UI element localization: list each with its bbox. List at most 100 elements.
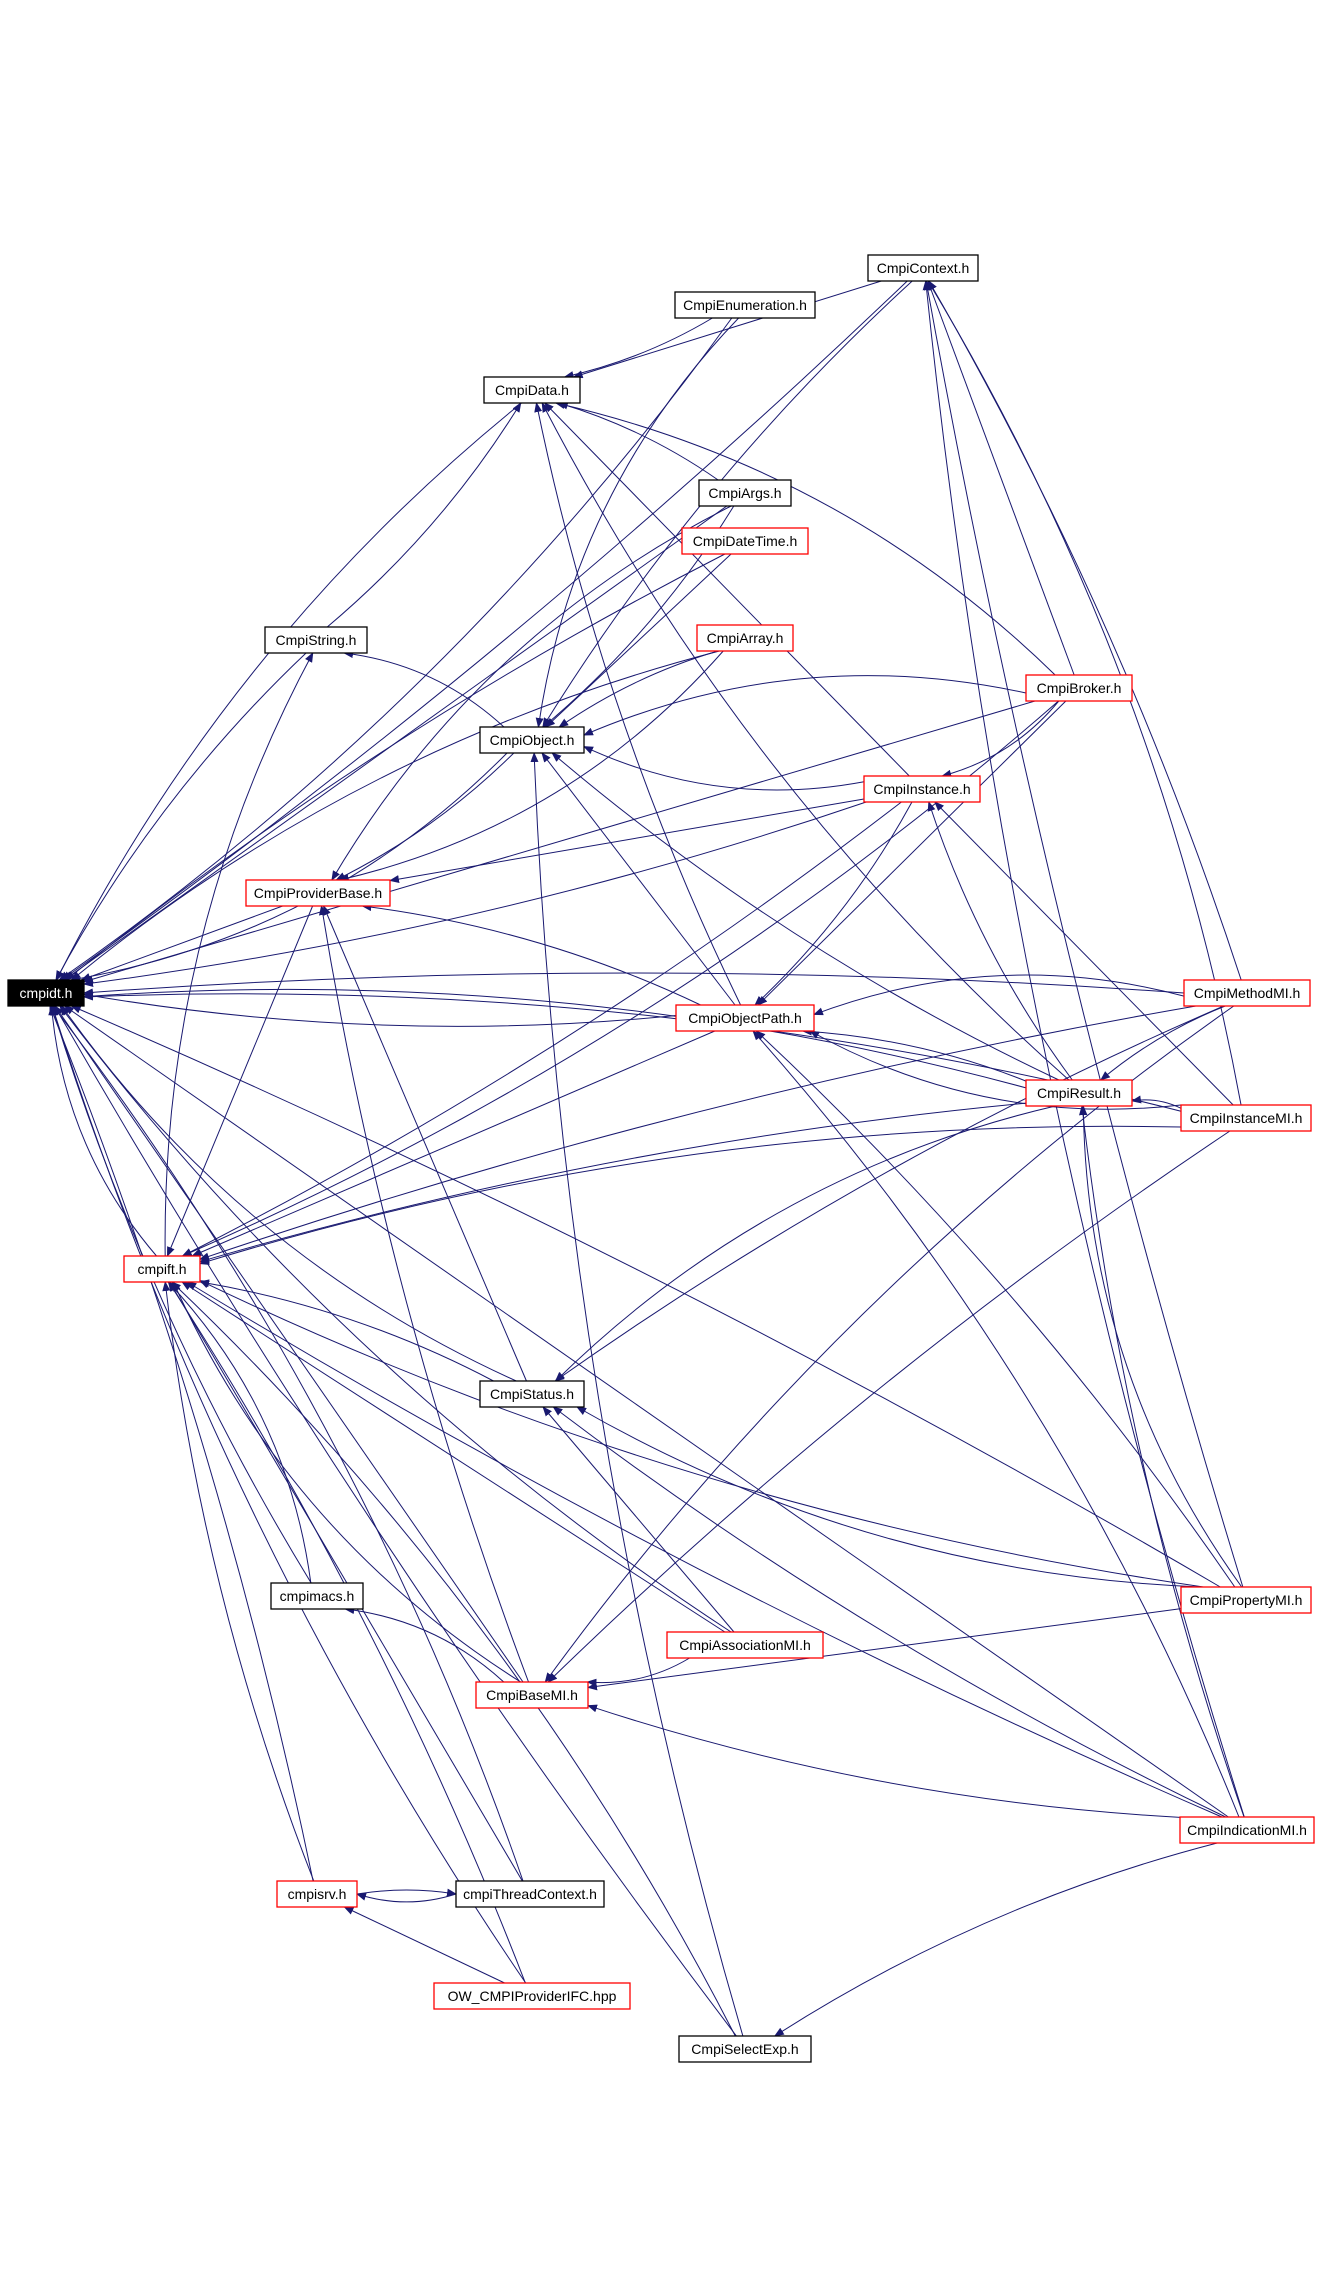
node-label: CmpiProviderBase.h xyxy=(254,885,382,901)
node-cmpiproviderbase[interactable]: CmpiProviderBase.h xyxy=(245,879,391,907)
node-ow-cmpiprovidcerifc[interactable]: OW_CMPIProviderIFC.hpp xyxy=(433,1982,631,2010)
node-cmpidata[interactable]: CmpiData.h xyxy=(483,376,581,404)
edge-cmpiinstance-to-cmpiobjectpath xyxy=(754,801,913,1006)
node-cmpienumeration[interactable]: CmpiEnumeration.h xyxy=(674,291,816,319)
node-cmpiobjectpath[interactable]: CmpiObjectPath.h xyxy=(675,1004,815,1032)
edge-cmpienumeration-to-cmpidata xyxy=(563,317,713,379)
node-cmpistatus[interactable]: CmpiStatus.h xyxy=(479,1380,585,1408)
edge-cmpiindicationmi-to-cmpiresult xyxy=(1079,1105,1245,1818)
node-cmpiresult[interactable]: CmpiResult.h xyxy=(1025,1079,1133,1107)
edge-cmpiinstance-to-cmpidata xyxy=(544,402,910,777)
node-cmpicontext[interactable]: CmpiContext.h xyxy=(867,254,979,282)
node-label: CmpiMethodMI.h xyxy=(1194,985,1301,1001)
node-cmpipropertymi[interactable]: CmpiPropertyMI.h xyxy=(1180,1586,1312,1614)
edge-cmpimacs-to-cmpidt xyxy=(50,1005,312,1584)
edge-cmpidatetime-to-cmpidt xyxy=(65,553,726,981)
edge-cmpiobjectpath-to-cmpidt xyxy=(83,991,677,1027)
edge-cmpistring-to-cmpidata xyxy=(326,402,522,628)
edge-cmpipropertymi-to-cmpift xyxy=(199,1280,1204,1588)
node-label: CmpiString.h xyxy=(276,632,357,648)
edge-cmpift-to-cmpidt xyxy=(48,1005,157,1257)
edge-cmpiselectexp-to-cmpidt xyxy=(54,1005,737,2037)
edge-cmpipropertymi-to-cmpiobjectpath xyxy=(755,1030,1236,1588)
node-cmpiargs[interactable]: CmpiArgs.h xyxy=(698,479,792,507)
node-cmpimacs[interactable]: cmpimacs.h xyxy=(270,1582,364,1610)
node-cmpidt[interactable]: cmpidt.h xyxy=(7,979,85,1007)
edge-cmpicontext-to-cmpidt xyxy=(60,280,908,981)
edge-cmpithreadcontext-to-cmpidt xyxy=(52,1005,524,1882)
edge-cmpimethodmi-to-cmpicontext xyxy=(928,280,1242,981)
edge-cmpiassociationmi-to-cmpibasemi xyxy=(586,1657,690,1687)
edge-cmpistring-to-cmpidt xyxy=(55,652,307,981)
node-label: CmpiStatus.h xyxy=(490,1386,574,1402)
node-cmpiinstancemi[interactable]: CmpiInstanceMI.h xyxy=(1180,1104,1312,1132)
node-cmpiindicationmi[interactable]: CmpiIndicationMI.h xyxy=(1179,1816,1315,1844)
edge-cmpiindicationmi-to-cmpift xyxy=(186,1281,1223,1818)
node-cmpiselectexp[interactable]: CmpiSelectExp.h xyxy=(678,2035,812,2063)
edge-cmpisrv-to-cmpithreadcontext xyxy=(356,1888,457,1897)
edges-layer xyxy=(48,280,1245,2037)
edge-cmpiinstancemi-to-cmpidt xyxy=(83,992,1182,1112)
edge-ow_cmpiproviderifc-to-cmpift xyxy=(168,1281,526,1984)
node-cmpiobject[interactable]: CmpiObject.h xyxy=(479,726,585,754)
node-label: CmpiObject.h xyxy=(490,732,575,748)
edge-cmpisrv-to-cmpift xyxy=(162,1281,315,1882)
edge-cmpiresult-to-cmpiinstance xyxy=(927,801,1073,1081)
node-label: CmpiIndicationMI.h xyxy=(1187,1822,1307,1838)
node-label: OW_CMPIProviderIFC.hpp xyxy=(448,1988,617,2004)
node-cmpisrv[interactable]: cmpisrv.h xyxy=(276,1880,358,1908)
edge-cmpiarray-to-cmpidt xyxy=(70,650,720,981)
edge-cmpiinstancemi-to-cmpiobjectpath xyxy=(809,1030,1182,1110)
node-label: CmpiInstance.h xyxy=(873,781,970,797)
edge-cmpiindicationmi-to-cmpicontext xyxy=(922,280,1245,1818)
edge-cmpibasemi-to-cmpimacs xyxy=(344,1606,505,1683)
node-cmpithreadcontext[interactable]: cmpiThreadContext.h xyxy=(455,1880,605,1908)
edge-cmpiselectexp-to-cmpift xyxy=(170,1281,736,2037)
node-label: CmpiArray.h xyxy=(707,630,784,646)
edge-cmpistatus-to-cmpiproviderbase xyxy=(323,905,527,1382)
node-cmpiarray[interactable]: CmpiArray.h xyxy=(696,624,794,652)
edge-cmpithreadcontext-to-cmpisrv xyxy=(356,1892,457,1903)
node-label: CmpiContext.h xyxy=(877,260,970,276)
edge-cmpibroker-to-cmpiobjectpath xyxy=(757,700,1067,1006)
node-label: cmpiThreadContext.h xyxy=(463,1886,597,1902)
nodes-layer: cmpidt.h CmpiContext.h CmpiEnumeration.h… xyxy=(7,254,1315,2063)
node-label: cmpift.h xyxy=(137,1261,186,1277)
edge-cmpiinstance-to-cmpidt xyxy=(83,801,867,987)
edge-cmpibroker-to-cmpicontext xyxy=(927,280,1075,676)
edge-cmpiargs-to-cmpiproviderbase xyxy=(331,505,732,881)
node-cmpistring[interactable]: CmpiString.h xyxy=(264,626,368,654)
node-label: CmpiData.h xyxy=(495,382,569,398)
edge-cmpiresult-to-cmpift xyxy=(199,1102,1027,1264)
node-label: CmpiBroker.h xyxy=(1037,680,1122,696)
edge-cmpiproviderbase-to-cmpift xyxy=(166,905,314,1257)
node-label: CmpiEnumeration.h xyxy=(683,297,807,313)
edge-cmpift-to-cmpistring xyxy=(164,652,314,1257)
node-cmpimethodmi[interactable]: CmpiMethodMI.h xyxy=(1183,979,1311,1007)
node-cmpiinstance[interactable]: CmpiInstance.h xyxy=(863,775,981,803)
node-cmpibasemi[interactable]: CmpiBaseMI.h xyxy=(475,1681,589,1709)
node-cmpift[interactable]: cmpift.h xyxy=(123,1255,201,1283)
edge-cmpiindicationmi-to-cmpiobjectpath xyxy=(752,1030,1240,1818)
edge-cmpiobjectpath-to-cmpiproviderbase xyxy=(361,903,701,1006)
edge-cmpiinstancemi-to-cmpiresult xyxy=(1131,1095,1182,1109)
node-label: CmpiResult.h xyxy=(1037,1085,1121,1101)
edge-cmpiindicationmi-to-cmpidt xyxy=(63,1005,1229,1818)
edge-cmpiresult-to-cmpidata xyxy=(541,402,1070,1081)
node-cmpidatetime[interactable]: CmpiDateTime.h xyxy=(681,527,809,555)
node-label: CmpiDateTime.h xyxy=(693,533,798,549)
edge-cmpiobjectpath-to-cmpidata xyxy=(534,402,742,1006)
edge-cmpienumeration-to-cmpiobject xyxy=(535,317,739,728)
node-label: CmpiObjectPath.h xyxy=(688,1010,802,1026)
edge-cmpimethodmi-to-cmpift xyxy=(199,1005,1196,1261)
node-label: CmpiArgs.h xyxy=(708,485,781,501)
edge-cmpiresult-to-cmpidt xyxy=(83,988,1027,1089)
edge-cmpipropertymi-to-cmpicontext xyxy=(923,280,1244,1588)
node-cmpibroker[interactable]: CmpiBroker.h xyxy=(1025,674,1133,702)
edge-cmpiindicationmi-to-cmpibasemi xyxy=(587,1704,1181,1818)
node-cmpiassociationmi[interactable]: CmpiAssociationMI.h xyxy=(666,1631,824,1659)
node-label: CmpiPropertyMI.h xyxy=(1190,1592,1303,1608)
edge-cmpiinstance-to-cmpiobject xyxy=(583,746,865,791)
node-label: cmpidt.h xyxy=(20,985,73,1001)
